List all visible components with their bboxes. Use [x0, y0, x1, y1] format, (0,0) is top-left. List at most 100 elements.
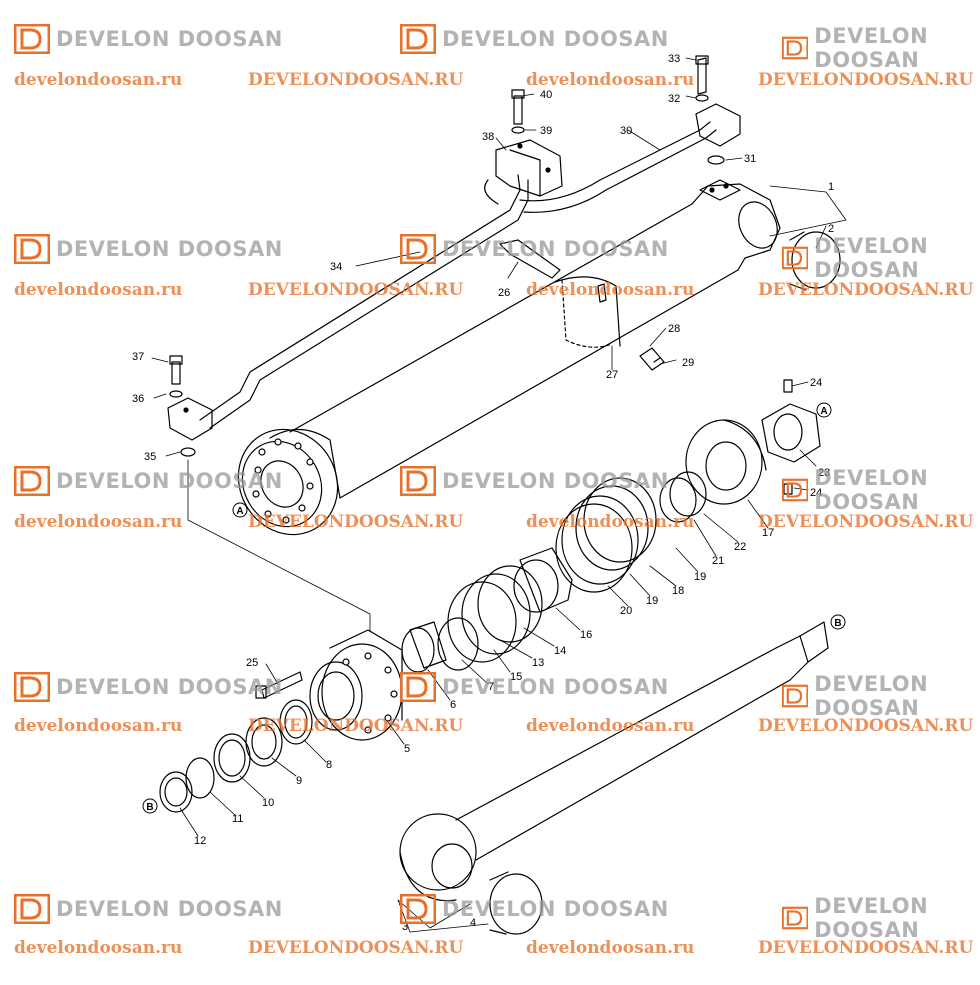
watermark-url: DEVELONDOOSAN.RU [248, 512, 464, 532]
develon-logo-icon [400, 466, 436, 496]
callout-31: 31 [744, 153, 756, 165]
watermark-brand: DEVELON DOOSAN [400, 234, 669, 264]
callout-23: 23 [818, 467, 830, 479]
watermark-brand-text: DEVELON DOOSAN [56, 237, 283, 261]
callout-19a: 19 [694, 571, 706, 583]
watermark-brand-text: DEVELON DOOSAN [56, 675, 283, 699]
reference-markers [142, 402, 846, 814]
callout-14: 14 [554, 645, 566, 657]
watermark-brand-text: DEVELON DOOSAN [814, 894, 929, 942]
callout-5: 5 [404, 743, 410, 755]
watermark-brand: DEVELON DOOSAN [14, 672, 283, 702]
marker-b-1: B [146, 802, 153, 813]
callout-9: 9 [296, 775, 302, 787]
reference-marker-labels: A A B B [146, 406, 841, 813]
watermark-brand-text: DEVELON DOOSAN [442, 27, 669, 51]
watermark-url: DEVELONDOOSAN.RU [248, 716, 464, 736]
develon-logo-icon [400, 24, 436, 54]
develon-logo-icon [400, 234, 436, 264]
watermark-url: develondoosan.ru [526, 70, 695, 90]
watermark-brand-text: DEVELON DOOSAN [814, 24, 929, 72]
callout-27: 27 [606, 369, 618, 381]
watermark-brand-text: DEVELON DOOSAN [814, 234, 929, 282]
callout-26: 26 [498, 287, 510, 299]
watermark-url: develondoosan.ru [526, 938, 695, 958]
watermark-brand: DEVELON DOOSAN [14, 24, 283, 54]
watermark-brand-text: DEVELON DOOSAN [442, 675, 669, 699]
callout-25: 25 [246, 657, 258, 669]
watermark-brand-text: DEVELON DOOSAN [442, 897, 669, 921]
develon-logo-icon [14, 672, 50, 702]
watermark-url: develondoosan.ru [14, 280, 183, 300]
callout-15: 15 [510, 671, 522, 683]
callout-32: 32 [668, 93, 680, 105]
callout-18: 18 [672, 585, 684, 597]
watermark-brand: DEVELON DOOSAN [14, 234, 283, 264]
watermark-url: DEVELONDOOSAN.RU [758, 938, 974, 958]
watermark-brand: DEVELON DOOSAN [782, 24, 980, 72]
develon-logo-icon [782, 684, 809, 708]
pipe-assembly [167, 103, 741, 441]
callout-3: 3 [402, 921, 408, 933]
watermark-brand: DEVELON DOOSAN [400, 894, 669, 924]
develon-logo-icon [782, 906, 809, 930]
develon-logo-icon [782, 246, 809, 270]
watermark-brand: DEVELON DOOSAN [782, 894, 980, 942]
cylinder-tube [237, 179, 781, 536]
watermark-url: develondoosan.ru [14, 70, 183, 90]
watermark-brand-text: DEVELON DOOSAN [814, 466, 929, 514]
watermark-brand-text: DEVELON DOOSAN [442, 469, 669, 493]
callout-12: 12 [194, 835, 206, 847]
piston-rod [399, 231, 841, 935]
marker-a-2: A [820, 406, 827, 417]
watermark-brand-text: DEVELON DOOSAN [442, 237, 669, 261]
develon-logo-icon [14, 466, 50, 496]
callout-24b: 24 [810, 487, 822, 499]
develon-logo-icon [400, 672, 436, 702]
callout-10: 10 [262, 797, 274, 809]
watermark-url: DEVELONDOOSAN.RU [248, 938, 464, 958]
watermark-brand: DEVELON DOOSAN [400, 466, 669, 496]
bolts-washers [169, 55, 725, 699]
leader-lines [151, 57, 847, 933]
callout-4: 4 [470, 917, 476, 929]
watermark-url: DEVELONDOOSAN.RU [758, 70, 974, 90]
develon-logo-icon [400, 894, 436, 924]
watermark-brand: DEVELON DOOSAN [400, 24, 669, 54]
callout-33: 33 [668, 53, 680, 65]
watermark-url: develondoosan.ru [14, 512, 183, 532]
develon-logo-icon [14, 234, 50, 264]
callout-40: 40 [540, 89, 552, 101]
callout-2: 2 [828, 223, 834, 235]
watermark-brand-text: DEVELON DOOSAN [56, 469, 283, 493]
watermark-url: DEVELONDOOSAN.RU [758, 512, 974, 532]
callout-28: 28 [668, 323, 680, 335]
watermark-brand: DEVELON DOOSAN [400, 672, 669, 702]
callout-34: 34 [330, 261, 342, 273]
callout-17: 17 [762, 527, 774, 539]
watermark-brand-text: DEVELON DOOSAN [814, 672, 929, 720]
watermark-url: develondoosan.ru [526, 716, 695, 736]
callout-labels: 1 2 3 4 5 6 7 8 9 10 11 12 13 14 15 16 1… [132, 53, 834, 933]
watermark-brand: DEVELON DOOSAN [14, 466, 283, 496]
watermark-url: develondoosan.ru [526, 512, 695, 532]
callout-1: 1 [828, 181, 834, 193]
callout-19b: 19 [646, 595, 658, 607]
watermark-brand: DEVELON DOOSAN [782, 234, 980, 282]
piston-seals [401, 379, 821, 673]
develon-logo-icon [782, 478, 809, 502]
develon-logo-icon [14, 24, 50, 54]
callout-29: 29 [682, 357, 694, 369]
callout-8: 8 [326, 759, 332, 771]
marker-b-2: B [834, 618, 841, 629]
callout-36: 36 [132, 393, 144, 405]
watermark-brand: DEVELON DOOSAN [782, 672, 980, 720]
cylinder-head [159, 629, 403, 813]
callout-16: 16 [580, 629, 592, 641]
watermark-url: DEVELONDOOSAN.RU [758, 280, 974, 300]
develon-logo-icon [14, 894, 50, 924]
callout-30: 30 [620, 125, 632, 137]
callout-22: 22 [734, 541, 746, 553]
